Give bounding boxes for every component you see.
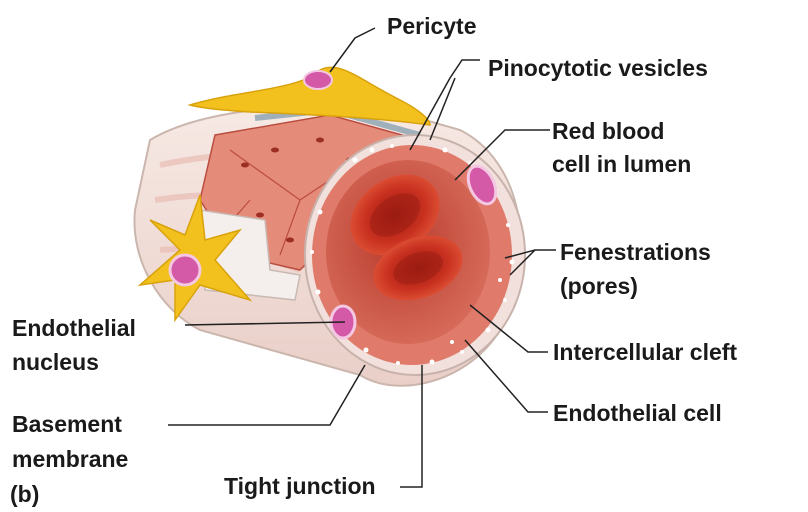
label-endothelial-cell: Endothelial cell [553,397,722,429]
panel-label: (b) [10,478,39,510]
label-endothelial-nucleus-2: nucleus [12,346,99,378]
label-pericyte: Pericyte [387,10,477,42]
label-basement-membrane-1: Basement [12,408,122,440]
label-intercellular-cleft: Intercellular cleft [553,336,737,368]
pericyte-star-nucleus [170,255,200,285]
label-basement-membrane-2: membrane [12,443,128,475]
label-red-blood-cell-2: cell in lumen [552,148,691,180]
label-fenestrations-1: Fenestrations [560,236,711,268]
label-endothelial-nucleus-1: Endothelial [12,312,136,344]
label-pinocytotic-vesicles: Pinocytotic vesicles [488,52,708,84]
pericyte-nucleus [304,71,332,89]
label-tight-junction: Tight junction [224,470,376,502]
label-red-blood-cell-1: Red blood [552,115,664,147]
label-fenestrations-2: (pores) [560,270,638,302]
